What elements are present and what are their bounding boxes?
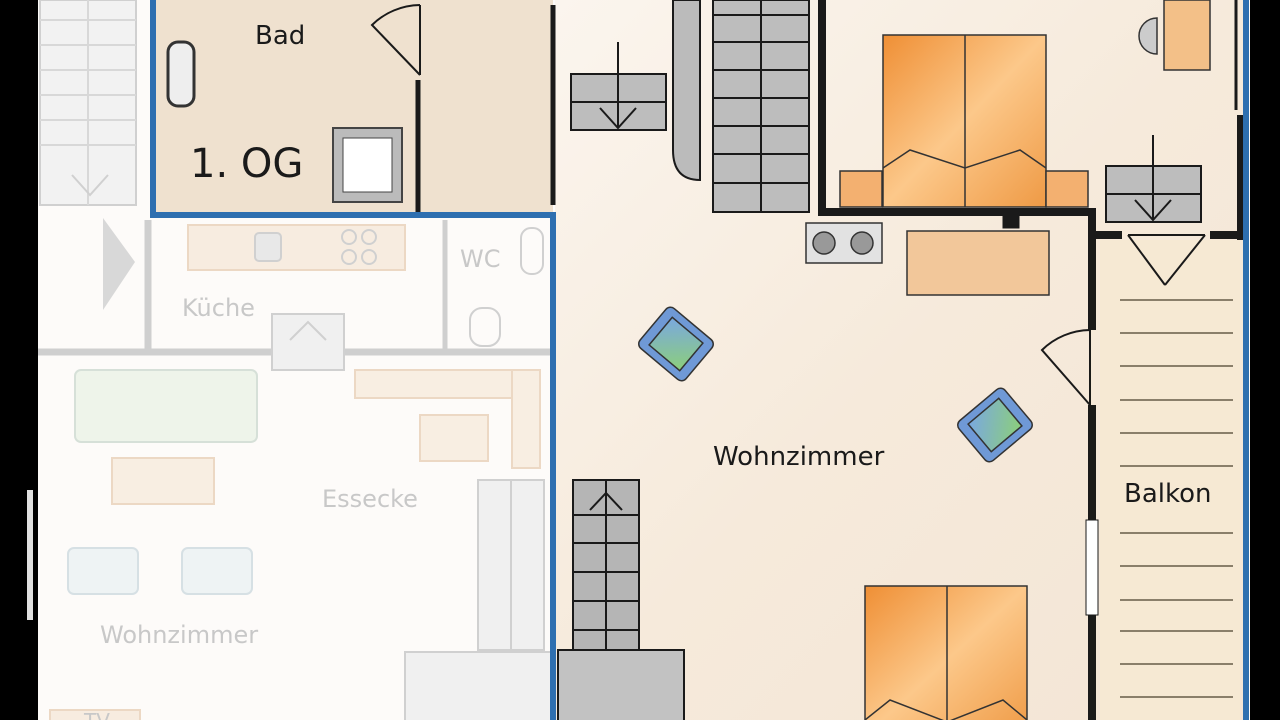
floor-level-label: 1. OG	[190, 141, 303, 187]
room-label-bad: Bad	[255, 21, 305, 51]
room-label-balkon: Balkon	[1124, 479, 1212, 509]
armchair-icon	[957, 387, 1033, 463]
shower-tray	[342, 137, 393, 193]
nightstand	[839, 170, 883, 208]
room-label-essecke: Essecke	[322, 485, 418, 513]
nightstand	[1045, 170, 1089, 208]
balcony-slats	[1120, 299, 1233, 698]
room-label-kueche: Küche	[182, 294, 255, 322]
room-label-wohnzimmer-lower: Wohnzimmer	[100, 621, 258, 649]
room-label-tv: TV	[83, 709, 110, 720]
toilet-icon	[166, 40, 196, 108]
sideboard	[906, 230, 1050, 296]
unit-outline	[150, 0, 556, 720]
room-label-wohnzimmer: Wohnzimmer	[713, 442, 885, 472]
bed-lower	[864, 585, 1028, 720]
armchair-icon	[638, 306, 714, 382]
furniture	[638, 0, 1211, 720]
desk	[1163, 0, 1211, 71]
doors	[370, 4, 1206, 406]
faded-lower-floor	[27, 0, 553, 720]
staircase-lower	[557, 479, 685, 720]
room-label-wc: WC	[460, 245, 501, 273]
balcony-floor	[1100, 240, 1240, 720]
window	[1085, 519, 1099, 616]
staircase-main	[570, 0, 1202, 223]
